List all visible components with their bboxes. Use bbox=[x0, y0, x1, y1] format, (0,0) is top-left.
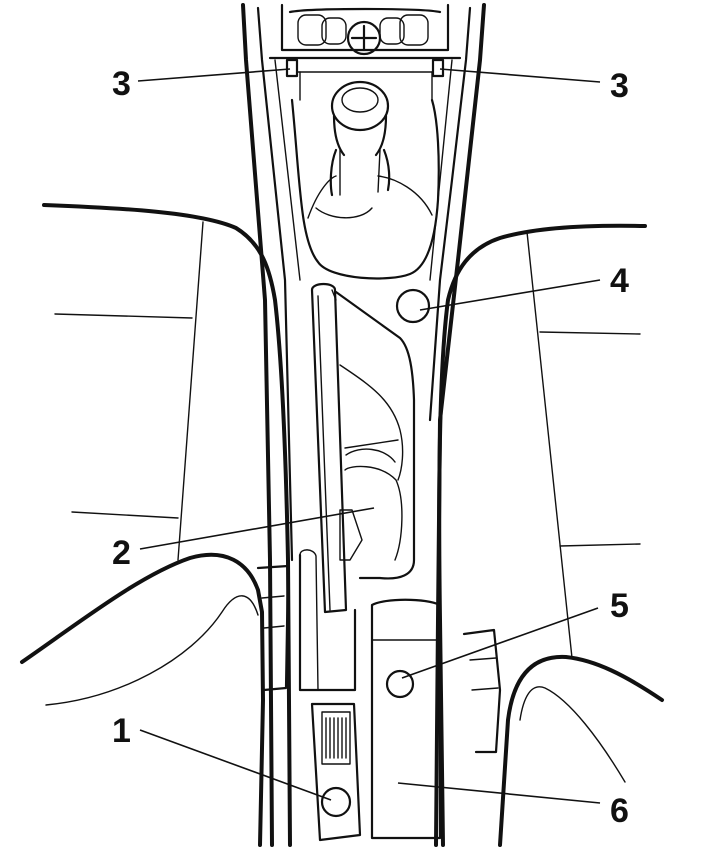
leader-3-left bbox=[137, 68, 291, 82]
callout-3-right: 3 bbox=[610, 67, 629, 105]
leader-lines bbox=[137, 68, 601, 804]
leader-6 bbox=[397, 782, 601, 804]
leader-5 bbox=[401, 607, 599, 679]
callout-2: 2 bbox=[112, 534, 131, 572]
callout-5: 5 bbox=[610, 587, 629, 625]
leader-3-right bbox=[439, 68, 601, 83]
callout-1: 1 bbox=[112, 712, 131, 750]
callout-6: 6 bbox=[610, 792, 629, 830]
left-seat bbox=[20, 203, 292, 847]
leader-4 bbox=[419, 279, 601, 311]
leader-2 bbox=[139, 507, 375, 550]
callout-labels: 3 3 4 2 5 1 6 bbox=[112, 65, 629, 830]
callout-4: 4 bbox=[610, 262, 629, 300]
leader-1 bbox=[139, 729, 332, 801]
console-body bbox=[241, 3, 502, 847]
right-seat bbox=[437, 223, 664, 847]
callout-3-left: 3 bbox=[112, 65, 131, 103]
